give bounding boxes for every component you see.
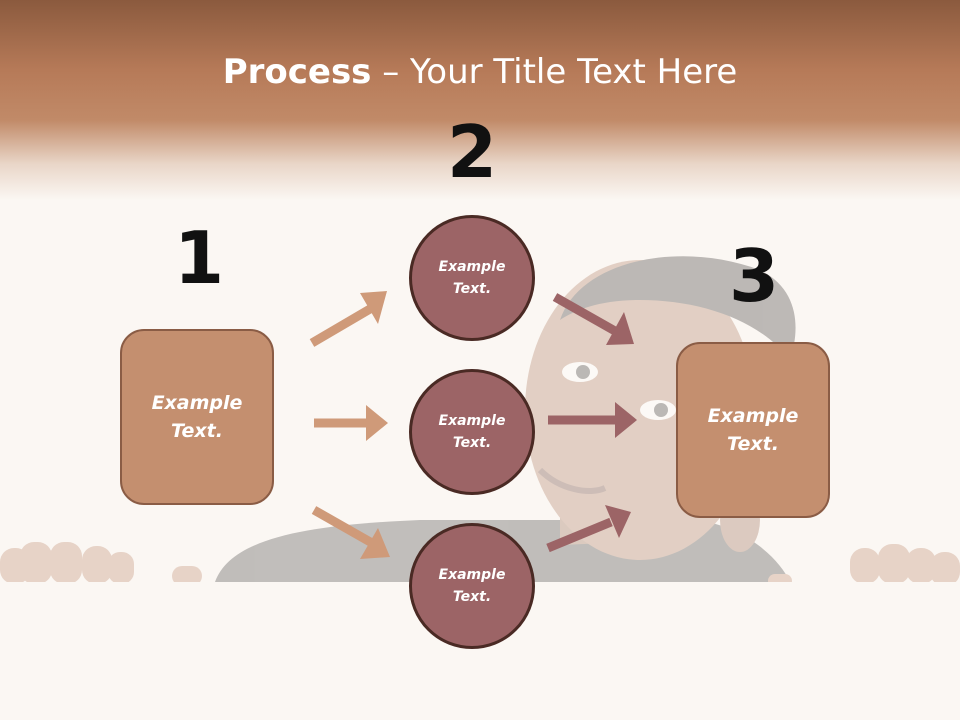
title-rest: – Your Title Text Here bbox=[371, 52, 738, 92]
step-1-box: Example Text. bbox=[120, 329, 274, 505]
circle-bottom: Example Text. bbox=[409, 523, 535, 649]
circle-middle: Example Text. bbox=[409, 369, 535, 495]
circle-top-text: Example Text. bbox=[438, 258, 506, 297]
slide-title: Process – Your Title Text Here bbox=[0, 52, 960, 92]
step-number-1: 1 bbox=[173, 216, 225, 300]
circle-bottom-text: Example Text. bbox=[438, 566, 506, 605]
arrow-from-circle-middle bbox=[548, 402, 637, 438]
step-3-box-text: Example Text. bbox=[707, 404, 799, 456]
arrow-to-circle-top bbox=[309, 291, 387, 347]
arrow-to-circle-bottom bbox=[311, 506, 390, 559]
title-bold: Process bbox=[222, 52, 372, 92]
arrow-from-circle-top bbox=[552, 293, 634, 345]
arrow-to-circle-middle bbox=[314, 405, 388, 441]
arrow-from-circle-bottom bbox=[546, 505, 631, 553]
step-1-box-text: Example Text. bbox=[151, 391, 243, 443]
step-number-3: 3 bbox=[728, 234, 780, 318]
circle-top: Example Text. bbox=[409, 215, 535, 341]
circle-middle-text: Example Text. bbox=[438, 412, 506, 451]
step-number-2: 2 bbox=[446, 110, 498, 194]
step-3-box: Example Text. bbox=[676, 342, 830, 518]
header-band bbox=[0, 0, 960, 200]
